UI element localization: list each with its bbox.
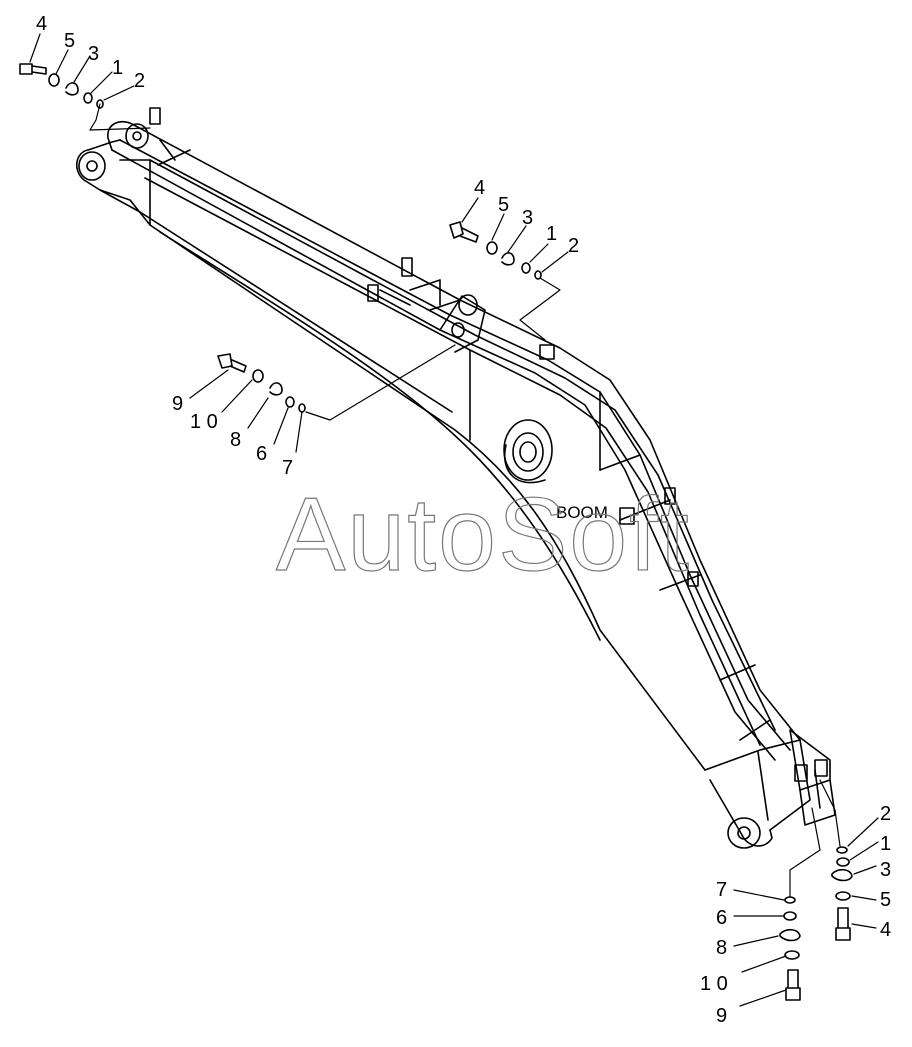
callout-br-5: 4 bbox=[880, 919, 891, 941]
callout-bl-4: 1 0 bbox=[700, 973, 728, 995]
lock-plate-icon bbox=[65, 82, 79, 96]
lock-plate-icon bbox=[501, 252, 515, 266]
pin-boss-foot bbox=[78, 123, 149, 181]
hardware-stack-top-left bbox=[19, 63, 104, 109]
bolt-icon bbox=[835, 907, 851, 941]
callout-br-2: 1 bbox=[880, 833, 891, 855]
bolt-icon bbox=[449, 221, 479, 243]
bolt-icon bbox=[19, 63, 47, 75]
callout-tl-3: 3 bbox=[88, 43, 99, 65]
pin-boss-arm-end bbox=[727, 817, 761, 849]
o-ring-icon bbox=[285, 396, 295, 408]
hardware-stack-bottom-left bbox=[779, 896, 801, 1001]
callout-left-3: 8 bbox=[230, 429, 241, 451]
o-ring-icon bbox=[521, 262, 531, 274]
callout-tl-5: 2 bbox=[134, 70, 145, 92]
washer-icon bbox=[486, 241, 498, 255]
callout-tl-1: 4 bbox=[36, 13, 47, 35]
callout-left-4: 6 bbox=[256, 443, 267, 465]
bolt-icon bbox=[217, 353, 247, 373]
callout-left-2: 1 0 bbox=[190, 411, 218, 433]
callout-left-1: 9 bbox=[172, 393, 183, 415]
callouts-left: 9 1 0 8 6 7 bbox=[172, 393, 293, 479]
o-ring-icon bbox=[83, 92, 93, 104]
shim-icon bbox=[836, 846, 848, 854]
washer-icon bbox=[48, 73, 60, 87]
shim-icon bbox=[534, 270, 542, 280]
callout-br-4: 5 bbox=[880, 889, 891, 911]
callout-mid-5: 2 bbox=[568, 235, 579, 257]
boom-label: BOOM bbox=[556, 503, 608, 522]
callouts-middle: 4 5 3 1 2 bbox=[474, 177, 579, 257]
callout-tl-4: 1 bbox=[112, 57, 123, 79]
bolt-icon bbox=[785, 969, 801, 1001]
lock-plate-icon bbox=[269, 382, 283, 396]
shim-icon bbox=[298, 403, 306, 413]
callout-tl-2: 5 bbox=[64, 30, 75, 52]
callouts-bottom-left: 7 6 8 1 0 9 bbox=[700, 879, 728, 1027]
pin-boss-center bbox=[503, 419, 553, 484]
hardware-stack-bottom-right bbox=[831, 846, 853, 941]
washer-icon bbox=[784, 950, 800, 960]
callouts-bottom-right: 2 1 3 5 4 bbox=[880, 803, 891, 941]
callouts-top-left: 4 5 3 1 2 bbox=[36, 13, 145, 92]
callout-mid-4: 1 bbox=[546, 223, 557, 245]
pin-boss-bracket bbox=[451, 294, 478, 338]
callout-bl-5: 9 bbox=[716, 1005, 727, 1027]
shim-icon bbox=[96, 99, 104, 109]
callout-br-3: 3 bbox=[880, 859, 891, 881]
callout-left-5: 7 bbox=[282, 457, 293, 479]
callout-bl-2: 6 bbox=[716, 907, 727, 929]
washer-icon bbox=[835, 891, 851, 901]
callout-br-1: 2 bbox=[880, 803, 891, 825]
lock-plate-icon bbox=[831, 868, 853, 882]
watermark: AutoSoft bbox=[276, 477, 691, 593]
hardware-stack-left bbox=[217, 353, 306, 413]
o-ring-icon bbox=[836, 857, 850, 867]
pipe-clamps bbox=[149, 107, 828, 782]
hardware-stack-middle bbox=[449, 221, 542, 280]
callout-mid-1: 4 bbox=[474, 177, 485, 199]
lock-plate-icon bbox=[779, 928, 801, 942]
callout-bl-1: 7 bbox=[716, 879, 727, 901]
washer-icon bbox=[252, 369, 264, 383]
callout-mid-2: 5 bbox=[498, 194, 509, 216]
leader-lines bbox=[29, 33, 879, 1007]
o-ring-icon bbox=[783, 911, 797, 921]
shim-icon bbox=[784, 896, 796, 904]
callout-mid-3: 3 bbox=[522, 207, 533, 229]
callout-bl-3: 8 bbox=[716, 937, 727, 959]
